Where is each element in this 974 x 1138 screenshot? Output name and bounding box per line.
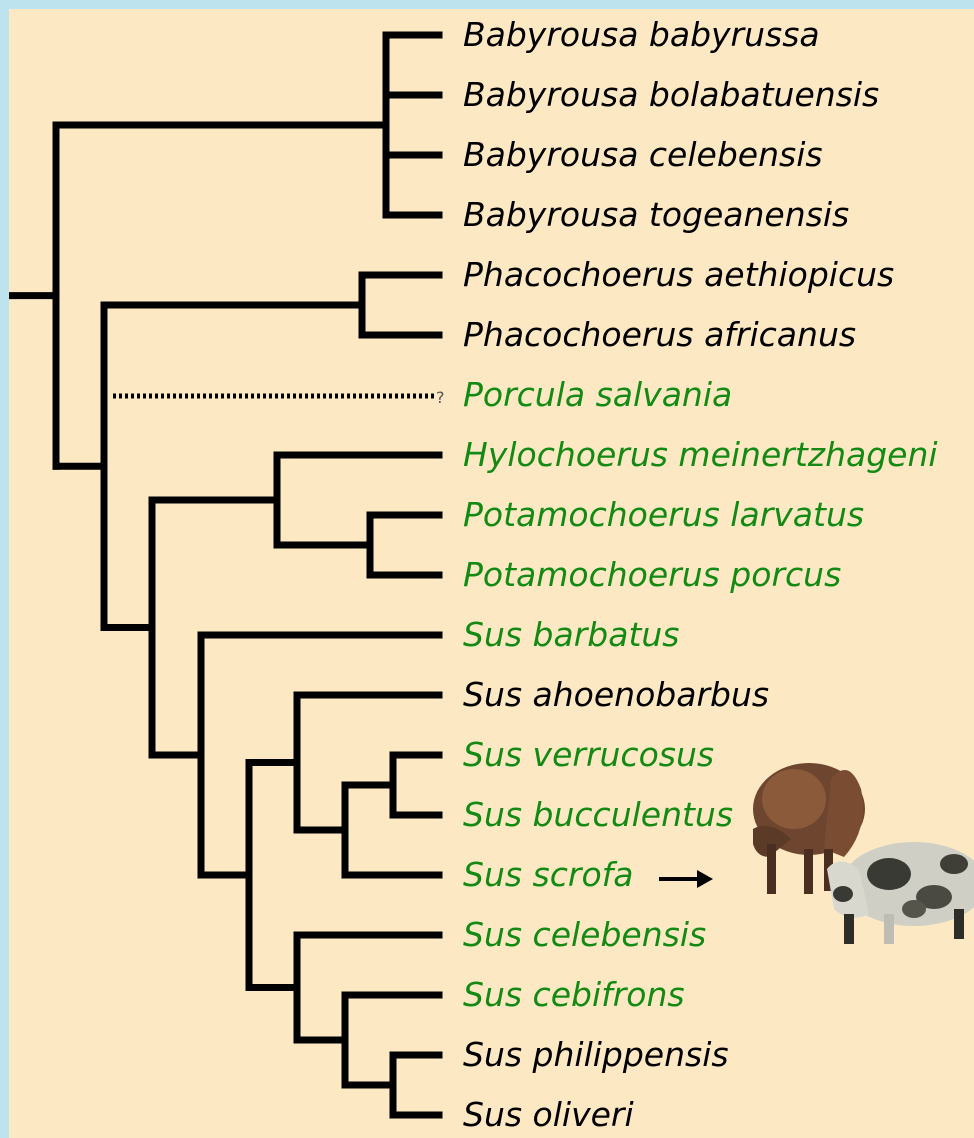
taxon-label: Potamochoerus larvatus (463, 495, 864, 534)
spotted-domestic-pig-icon (827, 842, 974, 944)
taxon-label: Sus celebensis (463, 915, 706, 954)
diagram-canvas: Babyrousa babyrussaBabyrousa bolabatuens… (9, 9, 974, 1138)
phylogenetic-tree: Babyrousa babyrussaBabyrousa bolabatuens… (9, 9, 974, 1138)
taxon-label: Phacochoerus aethiopicus (463, 255, 894, 294)
taxon-label: Sus oliveri (463, 1095, 634, 1134)
taxon-label: Porcula salvania (463, 375, 732, 414)
taxon-label: Sus barbatus (463, 615, 680, 654)
taxon-label: Sus scrofa (463, 855, 633, 894)
taxon-label: Sus bucculentus (463, 795, 733, 834)
taxon-label: Phacochoerus africanus (463, 315, 856, 354)
taxon-labels: Babyrousa babyrussaBabyrousa bolabatuens… (463, 15, 938, 1134)
taxon-label: Sus verrucosus (463, 735, 714, 774)
taxon-label: Babyrousa babyrussa (463, 15, 820, 54)
taxon-label: Potamochoerus porcus (463, 555, 841, 594)
uncertain-marker: ? (436, 388, 445, 407)
right-arrow-icon (659, 870, 713, 888)
taxon-label: Sus cebifrons (463, 975, 685, 1014)
tree-branches (11, 35, 439, 1115)
taxon-label: Babyrousa bolabatuensis (463, 75, 879, 114)
taxon-label: Babyrousa celebensis (463, 135, 823, 174)
taxon-label: Sus ahoenobarbus (463, 675, 769, 714)
taxon-label: Hylochoerus meinertzhageni (463, 435, 938, 474)
taxon-label: Sus philippensis (463, 1035, 729, 1074)
taxon-label: Babyrousa togeanensis (463, 195, 849, 234)
